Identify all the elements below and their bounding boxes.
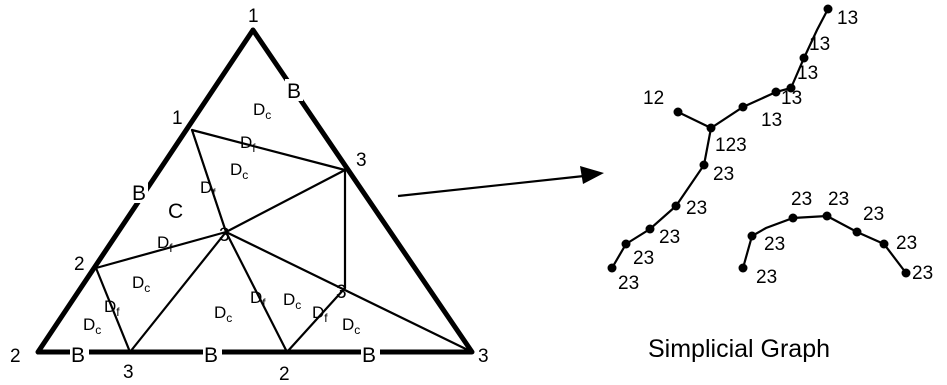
- graph-branch-edge: [677, 111, 712, 129]
- graph-label-23-main-4: 23: [633, 248, 654, 269]
- graph-label-23-arc-1: 23: [791, 189, 812, 210]
- graph-label-23-main-5: 23: [618, 273, 639, 294]
- graph-node: [879, 239, 889, 249]
- graph-title: Simplicial Graph: [648, 335, 830, 363]
- graph-labels: 12 123 13 13 13 13 13 23 23 23 23 23 23 …: [618, 8, 933, 294]
- vertex-left-label: 2: [10, 346, 21, 367]
- graph-node: [788, 213, 798, 223]
- graph-label-13-e: 13: [761, 110, 782, 131]
- d-labels: Dc Df Dc Df Df Dc Df Dc Df Dc Dc Df Dc: [83, 100, 360, 337]
- boundary-label-bottom-2: B: [204, 344, 218, 367]
- node-center-label: 3: [219, 225, 230, 246]
- boundary-label-right: B: [287, 80, 301, 103]
- df-label-4: Df: [104, 297, 120, 319]
- df-label-6: Df: [312, 303, 328, 325]
- graph-label-23-main-2: 23: [686, 198, 707, 219]
- graph-label-23-arc-3: 23: [863, 204, 884, 225]
- graph-label-23-arc-5: 23: [896, 233, 917, 254]
- graph-node: [786, 83, 796, 93]
- dc-label-3: Dc: [132, 273, 150, 295]
- arrow: [397, 166, 604, 198]
- node-bottom-b-label: 2: [279, 364, 290, 385]
- dc-label-2: Dc: [230, 160, 248, 182]
- graph-label-123: 123: [715, 135, 747, 156]
- graph-node: [747, 231, 757, 241]
- simplicial-graph: 12 123 13 13 13 13 13 23 23 23 23 23 23 …: [607, 4, 933, 363]
- df-label-3: Df: [157, 233, 173, 255]
- inner-edges: [94, 128, 474, 354]
- graph-label-23-arc-4: 23: [764, 234, 785, 255]
- graph-node: [671, 201, 681, 211]
- graph-label-13-a: 13: [837, 8, 858, 29]
- triangle-labels: 1 2 3 1 2 3 3 3 3 2 B B B B B C: [10, 6, 489, 385]
- graph-node: [799, 53, 809, 63]
- dc-label-5: Dc: [214, 303, 232, 325]
- arrow-head-icon: [580, 166, 604, 184]
- graph-node: [823, 4, 833, 14]
- graph-node: [738, 263, 748, 273]
- node-bottom-a-label: 3: [123, 362, 134, 383]
- df-label-2: Df: [200, 178, 216, 200]
- graph-node: [621, 239, 631, 249]
- graph-label-23-arc-7: 23: [912, 263, 933, 284]
- graph-label-23-main-1: 23: [713, 164, 734, 185]
- vertex-top-label: 1: [248, 6, 259, 27]
- df-label-5: Df: [250, 288, 266, 310]
- node-inner-right-label: 3: [336, 282, 347, 303]
- node-right-label: 3: [356, 150, 367, 171]
- vertex-right-label: 3: [478, 346, 489, 367]
- graph-node: [852, 227, 862, 237]
- graph-label-13-d: 13: [781, 88, 802, 109]
- graph-label-23-main-3: 23: [659, 227, 680, 248]
- graph-node: [673, 107, 683, 117]
- region-c-label: C: [168, 200, 183, 223]
- node-left-upper-label: 1: [172, 108, 183, 129]
- graph-node: [901, 268, 911, 278]
- graph-node: [607, 263, 617, 273]
- graph-label-23-arc-6: 23: [756, 267, 777, 288]
- graph-node: [699, 160, 709, 170]
- dc-label-7: Dc: [342, 315, 360, 337]
- graph-node: [822, 211, 832, 221]
- boundary-label-left: B: [132, 182, 146, 205]
- df-label-1: Df: [240, 133, 256, 155]
- graph-nodes: [607, 4, 911, 278]
- graph-main-path: [611, 8, 829, 269]
- boundary-label-bottom-1: B: [71, 344, 85, 367]
- graph-node: [771, 87, 781, 97]
- graph-node: [645, 224, 655, 234]
- boundary-label-bottom-3: B: [362, 344, 376, 367]
- graph-label-13-b: 13: [809, 34, 830, 55]
- graph-label-23-arc-2: 23: [828, 189, 849, 210]
- graph-node: [738, 102, 748, 112]
- dc-label-1: Dc: [253, 100, 271, 122]
- dc-label-4: Dc: [83, 315, 101, 337]
- graph-node: [706, 123, 716, 133]
- graph-label-13-c: 13: [797, 63, 818, 84]
- dc-label-6: Dc: [283, 290, 301, 312]
- node-left-lower-label: 2: [74, 254, 85, 275]
- graph-label-12: 12: [643, 88, 664, 109]
